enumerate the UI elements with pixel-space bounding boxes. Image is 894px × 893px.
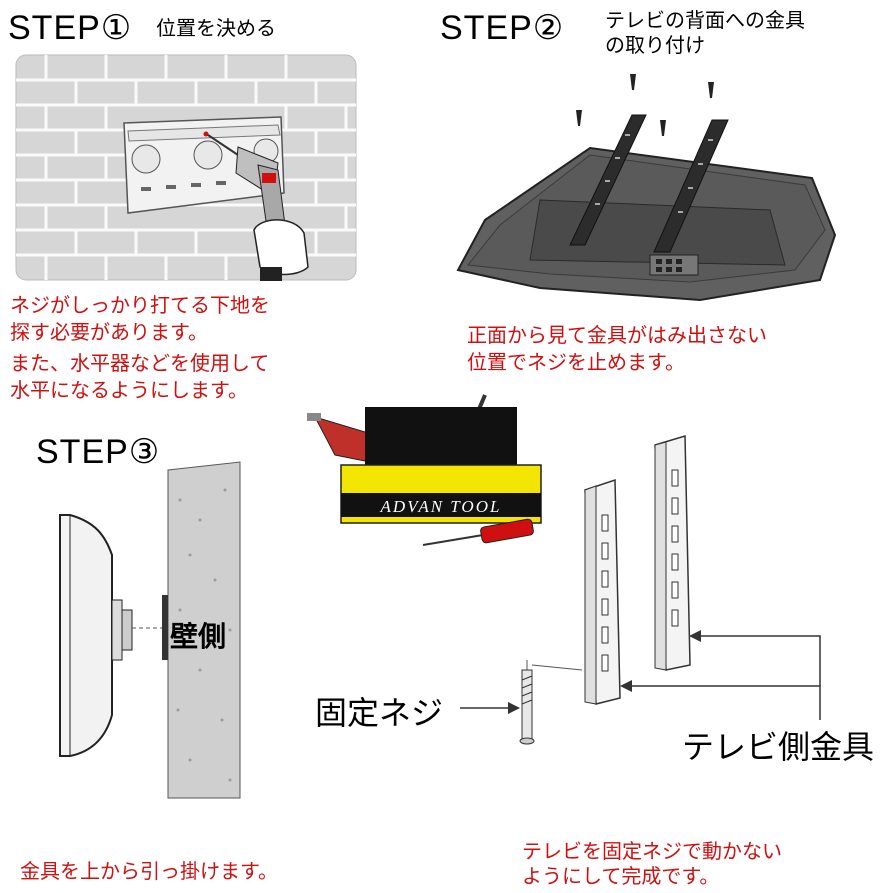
step1-note-line2: 探す必要があります。 — [10, 320, 208, 344]
step1-subtitle: 位置を決める — [156, 16, 276, 40]
toolbox-brand: ADVAN TOOL — [380, 497, 502, 516]
step2-subtitle-line1: テレビの背面への金具 — [605, 8, 805, 32]
tv-back-illustration — [456, 74, 837, 302]
bracket-and-screw-illustration — [460, 434, 821, 745]
step1-note-line3: また、水平器などを使用して — [10, 351, 270, 375]
toolbox-illustration — [307, 394, 542, 546]
wall-mount-side-illustration — [59, 461, 241, 799]
final-note-line1: テレビを固定ネジで動かない — [522, 839, 782, 863]
step2-subtitle-line2: の取り付け — [605, 33, 705, 57]
step1-note-line4: 水平になるようにします。 — [10, 378, 248, 402]
step1-note-line1: ネジがしっかり打てる下地を — [10, 293, 270, 317]
step1-title: STEP① — [8, 9, 133, 47]
step3-note: 金具を上から引っ掛けます。 — [20, 859, 278, 883]
brick-wall-illustration — [15, 54, 357, 281]
step2-title: STEP② — [440, 9, 565, 47]
step2-note-line1: 正面から見て金具がはみ出さない — [467, 323, 767, 347]
step2-note-line2: 位置でネジを止めます。 — [467, 350, 685, 374]
step3-title: STEP③ — [36, 433, 161, 471]
fixing-screw-label: 固定ネジ — [315, 694, 444, 732]
final-note-line2: ようにして完成です。 — [522, 864, 720, 888]
wall-side-label: 壁側 — [170, 620, 227, 653]
tv-bracket-label: テレビ側金具 — [682, 728, 875, 766]
